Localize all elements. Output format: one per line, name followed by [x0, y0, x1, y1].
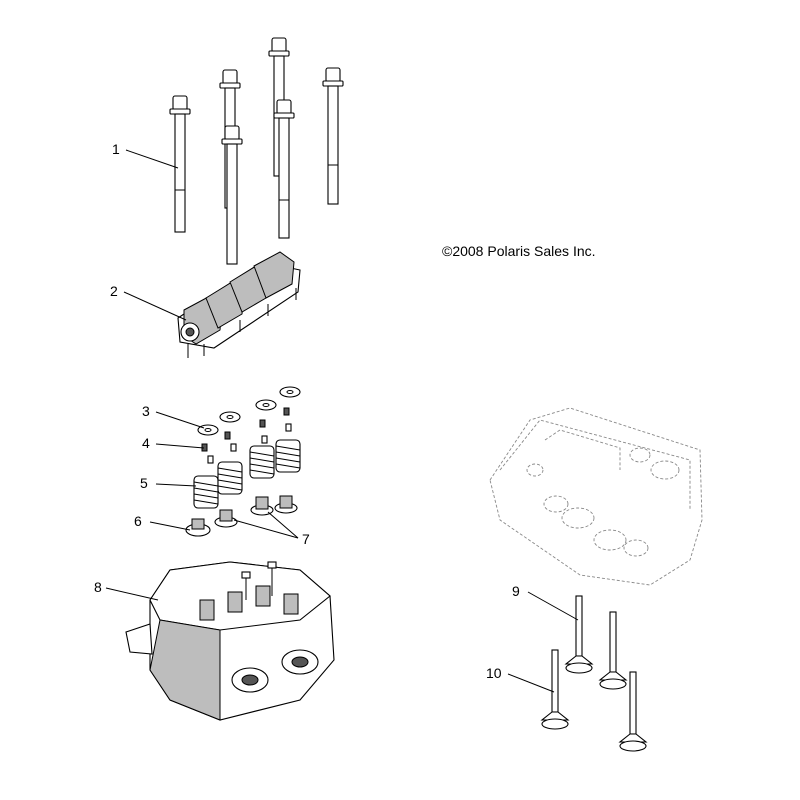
- head-bolt: [322, 67, 344, 205]
- cylinder-head-underside-reference: [489, 407, 703, 586]
- rocker-arm-assembly: [177, 251, 301, 358]
- valve: [618, 671, 648, 752]
- valve-stem-seals: [214, 495, 298, 528]
- callout-1: 1: [112, 141, 120, 157]
- valve-springs: [193, 439, 301, 509]
- copyright-notice: ©2008 Polaris Sales Inc.: [442, 243, 596, 259]
- callout-5: 5: [140, 475, 148, 491]
- callout-7: 7: [302, 531, 310, 547]
- valve: [564, 595, 594, 674]
- valve: [540, 649, 570, 730]
- head-bolts: [169, 37, 344, 265]
- exhaust-valves: [540, 649, 648, 752]
- cylinder-head: [125, 561, 335, 721]
- callout-labels: 1 2 3 4 5 6 7 8 9 10: [94, 141, 520, 681]
- callout-2: 2: [110, 283, 118, 299]
- head-bolt: [221, 125, 243, 265]
- head-bolt: [273, 99, 295, 239]
- callout-3: 3: [142, 403, 150, 419]
- valve-spring: [193, 475, 219, 509]
- callout-9: 9: [512, 583, 520, 599]
- callout-6: 6: [134, 513, 142, 529]
- head-bolt: [169, 95, 191, 233]
- callout-8: 8: [94, 579, 102, 595]
- spring-seats: [185, 518, 211, 537]
- valve-spring: [275, 439, 301, 473]
- callout-10: 10: [486, 665, 502, 681]
- valve: [598, 611, 628, 690]
- valve-spring: [217, 461, 243, 495]
- intake-valves: [564, 595, 628, 690]
- callout-4: 4: [142, 435, 150, 451]
- leader-lines: [105, 149, 579, 693]
- valve-keepers: [201, 407, 292, 464]
- valve-spring: [249, 445, 275, 479]
